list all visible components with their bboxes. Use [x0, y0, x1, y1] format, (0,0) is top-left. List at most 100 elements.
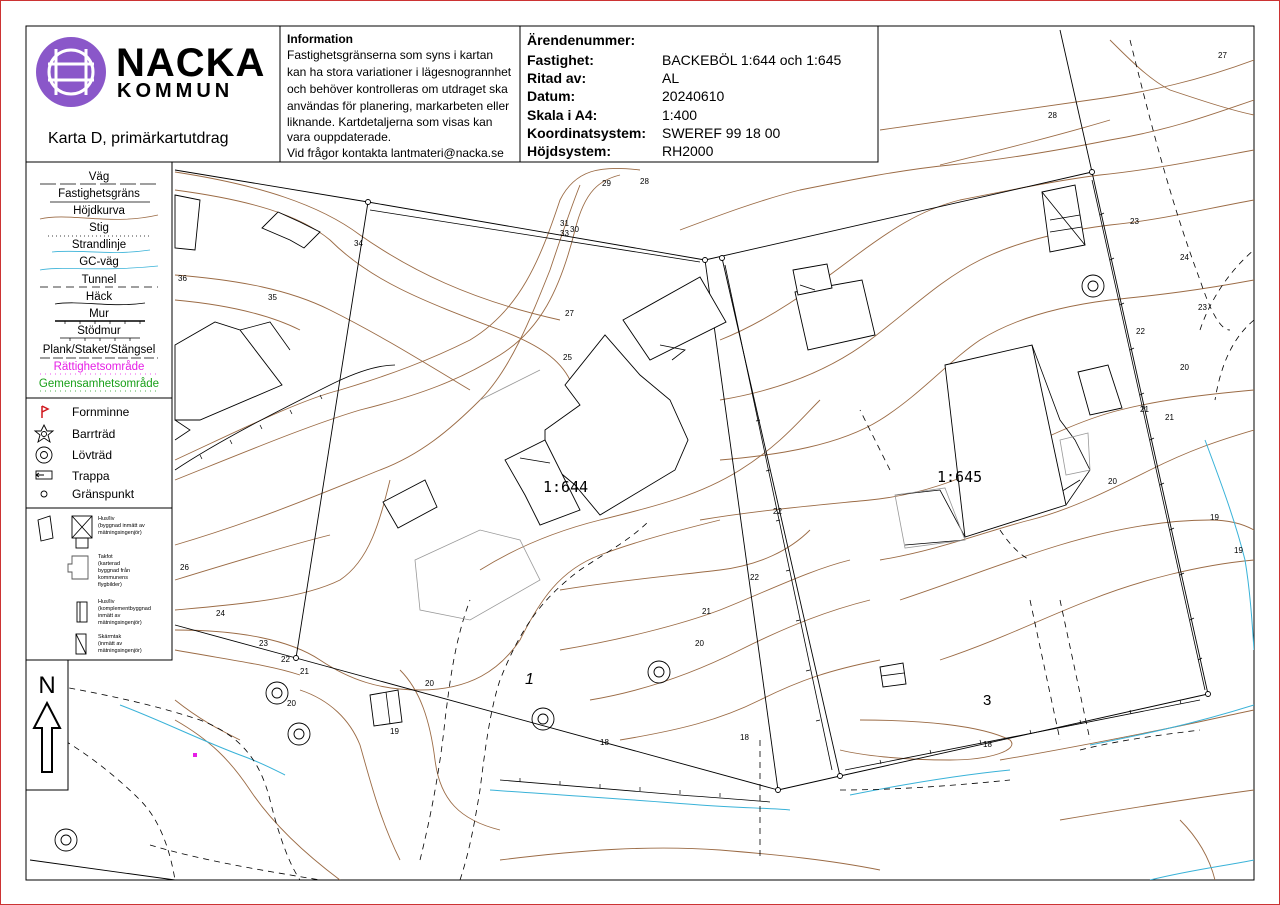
field-value: SWEREF 99 18 00 — [662, 125, 780, 141]
legend-label-common: Gemensamhetsområde — [39, 378, 159, 390]
field-value: 1:400 — [662, 107, 697, 123]
org-name-2: KOMMUN — [117, 80, 233, 102]
legend-symbol-entries: Fornminne Barrträd Lövträd — [33, 405, 135, 501]
field-label: Fastighet: — [527, 52, 594, 68]
legend-label: Väg — [89, 171, 109, 183]
field-value: AL — [662, 70, 679, 86]
ancient-monument-icon — [41, 405, 50, 418]
contour-label: 26 — [180, 563, 189, 572]
legend-building-line: mätningsingenjör) — [98, 530, 142, 536]
contour-label: 20 — [425, 679, 434, 688]
north-arrow-icon — [32, 700, 62, 773]
contour-label: 30 — [570, 225, 579, 234]
contour-label: 22 — [1136, 327, 1145, 336]
contour-label: 27 — [1218, 51, 1227, 60]
legend-symbol-label: Barrträd — [72, 427, 115, 441]
legend-label: GC-väg — [79, 256, 119, 268]
path-lines — [26, 39, 1254, 880]
legend-building-line: kommunens — [98, 575, 128, 581]
nacka-logo: NACKA KOMMUN — [36, 37, 265, 107]
legend-building-line: mätningsingenjör) — [98, 620, 142, 626]
field-label: Skala i A4: — [527, 107, 597, 123]
building-details — [174, 191, 1091, 725]
legend-symbol-row: Gränspunkt — [40, 487, 135, 501]
contour-label: 21 — [1140, 405, 1149, 414]
legend-label: Mur — [89, 308, 109, 320]
contour-label: 20 — [1108, 477, 1117, 486]
legend-line-samples — [39, 183, 159, 392]
contour-label: 22 — [281, 655, 290, 664]
contour-label: 22 — [750, 573, 759, 582]
info-line: kan ha stora variationer i lägesnogrannh… — [287, 65, 512, 79]
legend-building-text: Hus/liv (byggnad inmätt av mätningsingen… — [98, 516, 151, 654]
canopy-icon — [75, 633, 87, 655]
field-value: RH2000 — [662, 143, 714, 159]
eaves-outlines — [414, 369, 1091, 621]
contour-label: 20 — [287, 699, 296, 708]
tree-symbols — [54, 274, 1105, 852]
contour-label: 35 — [268, 293, 277, 302]
map-title: Karta D, primärkartutdrag — [48, 130, 229, 147]
legend-building-line: Hus/liv — [98, 516, 115, 522]
legend-line-entries: Väg Fastighetsgräns Höjdkurva Stig Stran… — [39, 171, 159, 390]
contour-label: 36 — [178, 274, 187, 283]
contour-label: 23 — [1130, 217, 1139, 226]
legend-symbol-label: Fornminne — [72, 405, 130, 419]
title-block: NACKA KOMMUN Karta D, primärkartutdrag I… — [25, 25, 879, 163]
water-lines — [119, 439, 1254, 880]
field-value: BACKEBÖL 1:644 och 1:645 — [662, 51, 841, 68]
info-line: Fastighetsgränserna som syns i kartan — [287, 48, 493, 62]
boundary-points — [293, 169, 1211, 793]
contour-label: 22 — [773, 507, 782, 516]
legend-symbol-label: Trappa — [72, 469, 110, 483]
legend-symbol-row: Fornminne — [41, 405, 130, 419]
retaining-walls — [174, 179, 1206, 803]
contour-label: 19 — [1234, 546, 1243, 555]
annex-icon — [76, 601, 88, 623]
legend-label: Strandlinje — [72, 239, 126, 251]
property-boundaries — [29, 29, 1209, 880]
info-heading: Information — [287, 32, 353, 46]
contour-label: 18 — [983, 740, 992, 749]
org-name-1: NACKA — [116, 41, 265, 85]
legend-building-line: (karterad — [98, 561, 120, 567]
contour-label: 21 — [300, 667, 309, 676]
info-line: vara ouppdaterade. — [287, 130, 391, 144]
info-line: och behöver kontrolleras om utdraget ska — [287, 82, 508, 96]
area-label-3: 3 — [983, 692, 991, 709]
field-label: Koordinatsystem: — [527, 125, 646, 141]
contour-label: 20 — [1180, 363, 1189, 372]
contour-label: 20 — [695, 639, 704, 648]
contour-label: 24 — [216, 609, 225, 618]
legend-label: Tunnel — [82, 274, 117, 286]
info-line: Vid frågor kontakta lantmateri@nacka.se — [287, 146, 504, 160]
legend-symbol-row: Barrträd — [33, 423, 115, 444]
property-label-1-645: 1:645 — [937, 468, 982, 486]
contour-label: 18 — [740, 733, 749, 742]
legend-building-line: Hus/liv — [98, 599, 115, 605]
legend-building-line: mätningsingenjör) — [98, 648, 142, 654]
deciduous-tree-icon — [35, 446, 53, 464]
legend-panel: Väg Fastighetsgräns Höjdkurva Stig Stran… — [25, 161, 173, 791]
legend-wall-ticks — [64, 321, 141, 341]
legend-building-line: (byggnad inmätt av — [98, 523, 145, 529]
legend-building-line: flygbilder) — [98, 582, 122, 588]
contour-label: 25 — [563, 353, 572, 362]
legend-label-rights: Rättighetsområde — [54, 361, 145, 373]
contour-label: 33 — [560, 229, 569, 238]
field-label: Ritad av: — [527, 70, 586, 86]
building-rotated-icon — [37, 515, 54, 542]
contour-label: 23 — [259, 639, 268, 648]
conifer-icon — [33, 423, 55, 444]
buildings — [174, 184, 1123, 727]
map-area[interactable]: 27 28 23 22 21 20 19 18 36 35 34 33 29 2… — [25, 25, 1255, 881]
area-label-1: 1 — [525, 671, 534, 688]
field-label: Datum: — [527, 88, 575, 104]
rights-marker — [193, 753, 197, 757]
legend-label: Fastighetsgräns — [58, 188, 140, 200]
field-label: Ärendenummer: — [527, 32, 635, 48]
contour-lines — [174, 39, 1254, 880]
legend-building-entries: Hus/liv (byggnad inmätt av mätningsingen… — [37, 515, 151, 655]
stairs-icon — [35, 470, 53, 480]
eaves-icon — [67, 555, 89, 580]
